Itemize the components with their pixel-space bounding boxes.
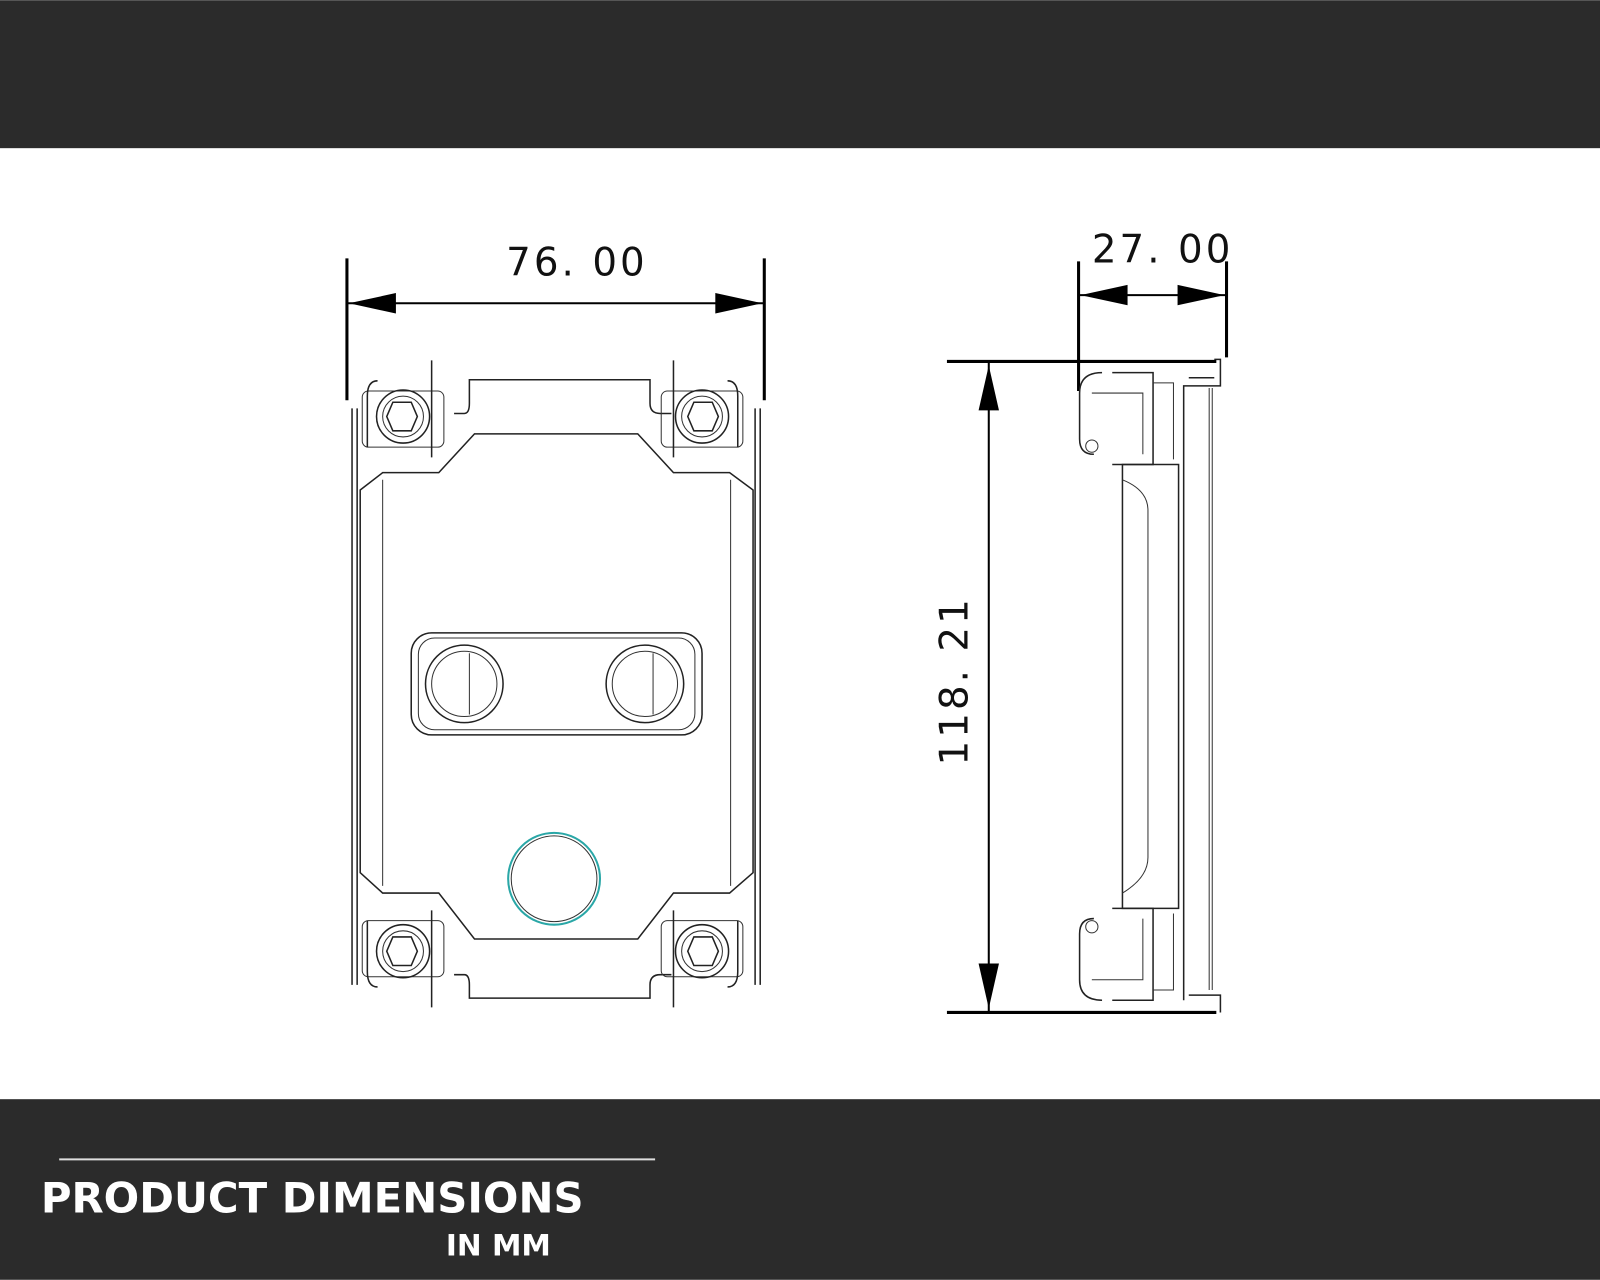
accent-ring	[507, 831, 602, 926]
footer-title: PRODUCT DIMENSIONS	[41, 1173, 584, 1222]
front-view: 76. 00	[345, 241, 766, 1008]
footer-band	[0, 1099, 1600, 1280]
side-view: 27. 00 118. 21	[932, 227, 1234, 1014]
depth-dimension-label: 27. 00	[1092, 227, 1234, 272]
height-dimension-label: 118. 21	[932, 596, 977, 765]
footer-subtitle: IN MM	[446, 1228, 551, 1262]
width-dimension-label: 76. 00	[506, 241, 648, 286]
header-band	[0, 0, 1600, 149]
